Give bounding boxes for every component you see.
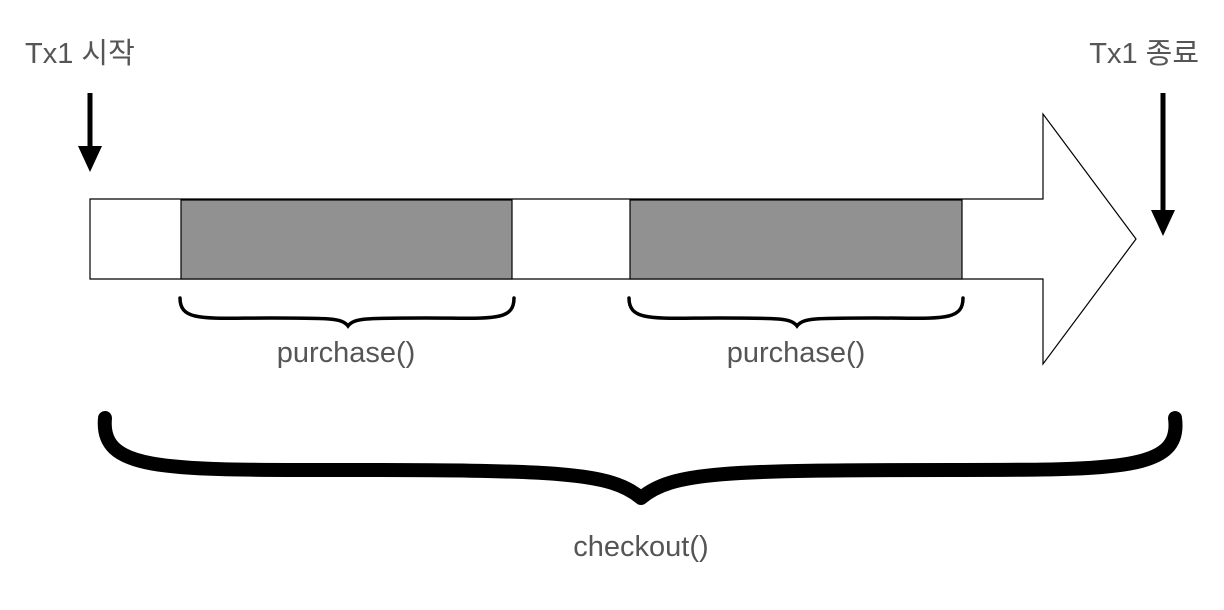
checkout-brace	[97, 411, 1183, 505]
tx-end-label: Tx1 종료	[1089, 38, 1199, 70]
purchase-block-2	[629, 199, 963, 280]
purchase-block-1	[180, 199, 513, 280]
purchase-label-2: purchase()	[727, 337, 866, 369]
tx-start-arrow	[78, 93, 102, 172]
purchase-brace-2	[627, 296, 965, 329]
checkout-label: checkout()	[573, 531, 708, 563]
tx-start-label: Tx1 시작	[25, 38, 135, 70]
purchase-label-1: purchase()	[277, 337, 416, 369]
tx-end-arrow	[1151, 93, 1175, 236]
purchase-brace-1	[178, 296, 516, 329]
